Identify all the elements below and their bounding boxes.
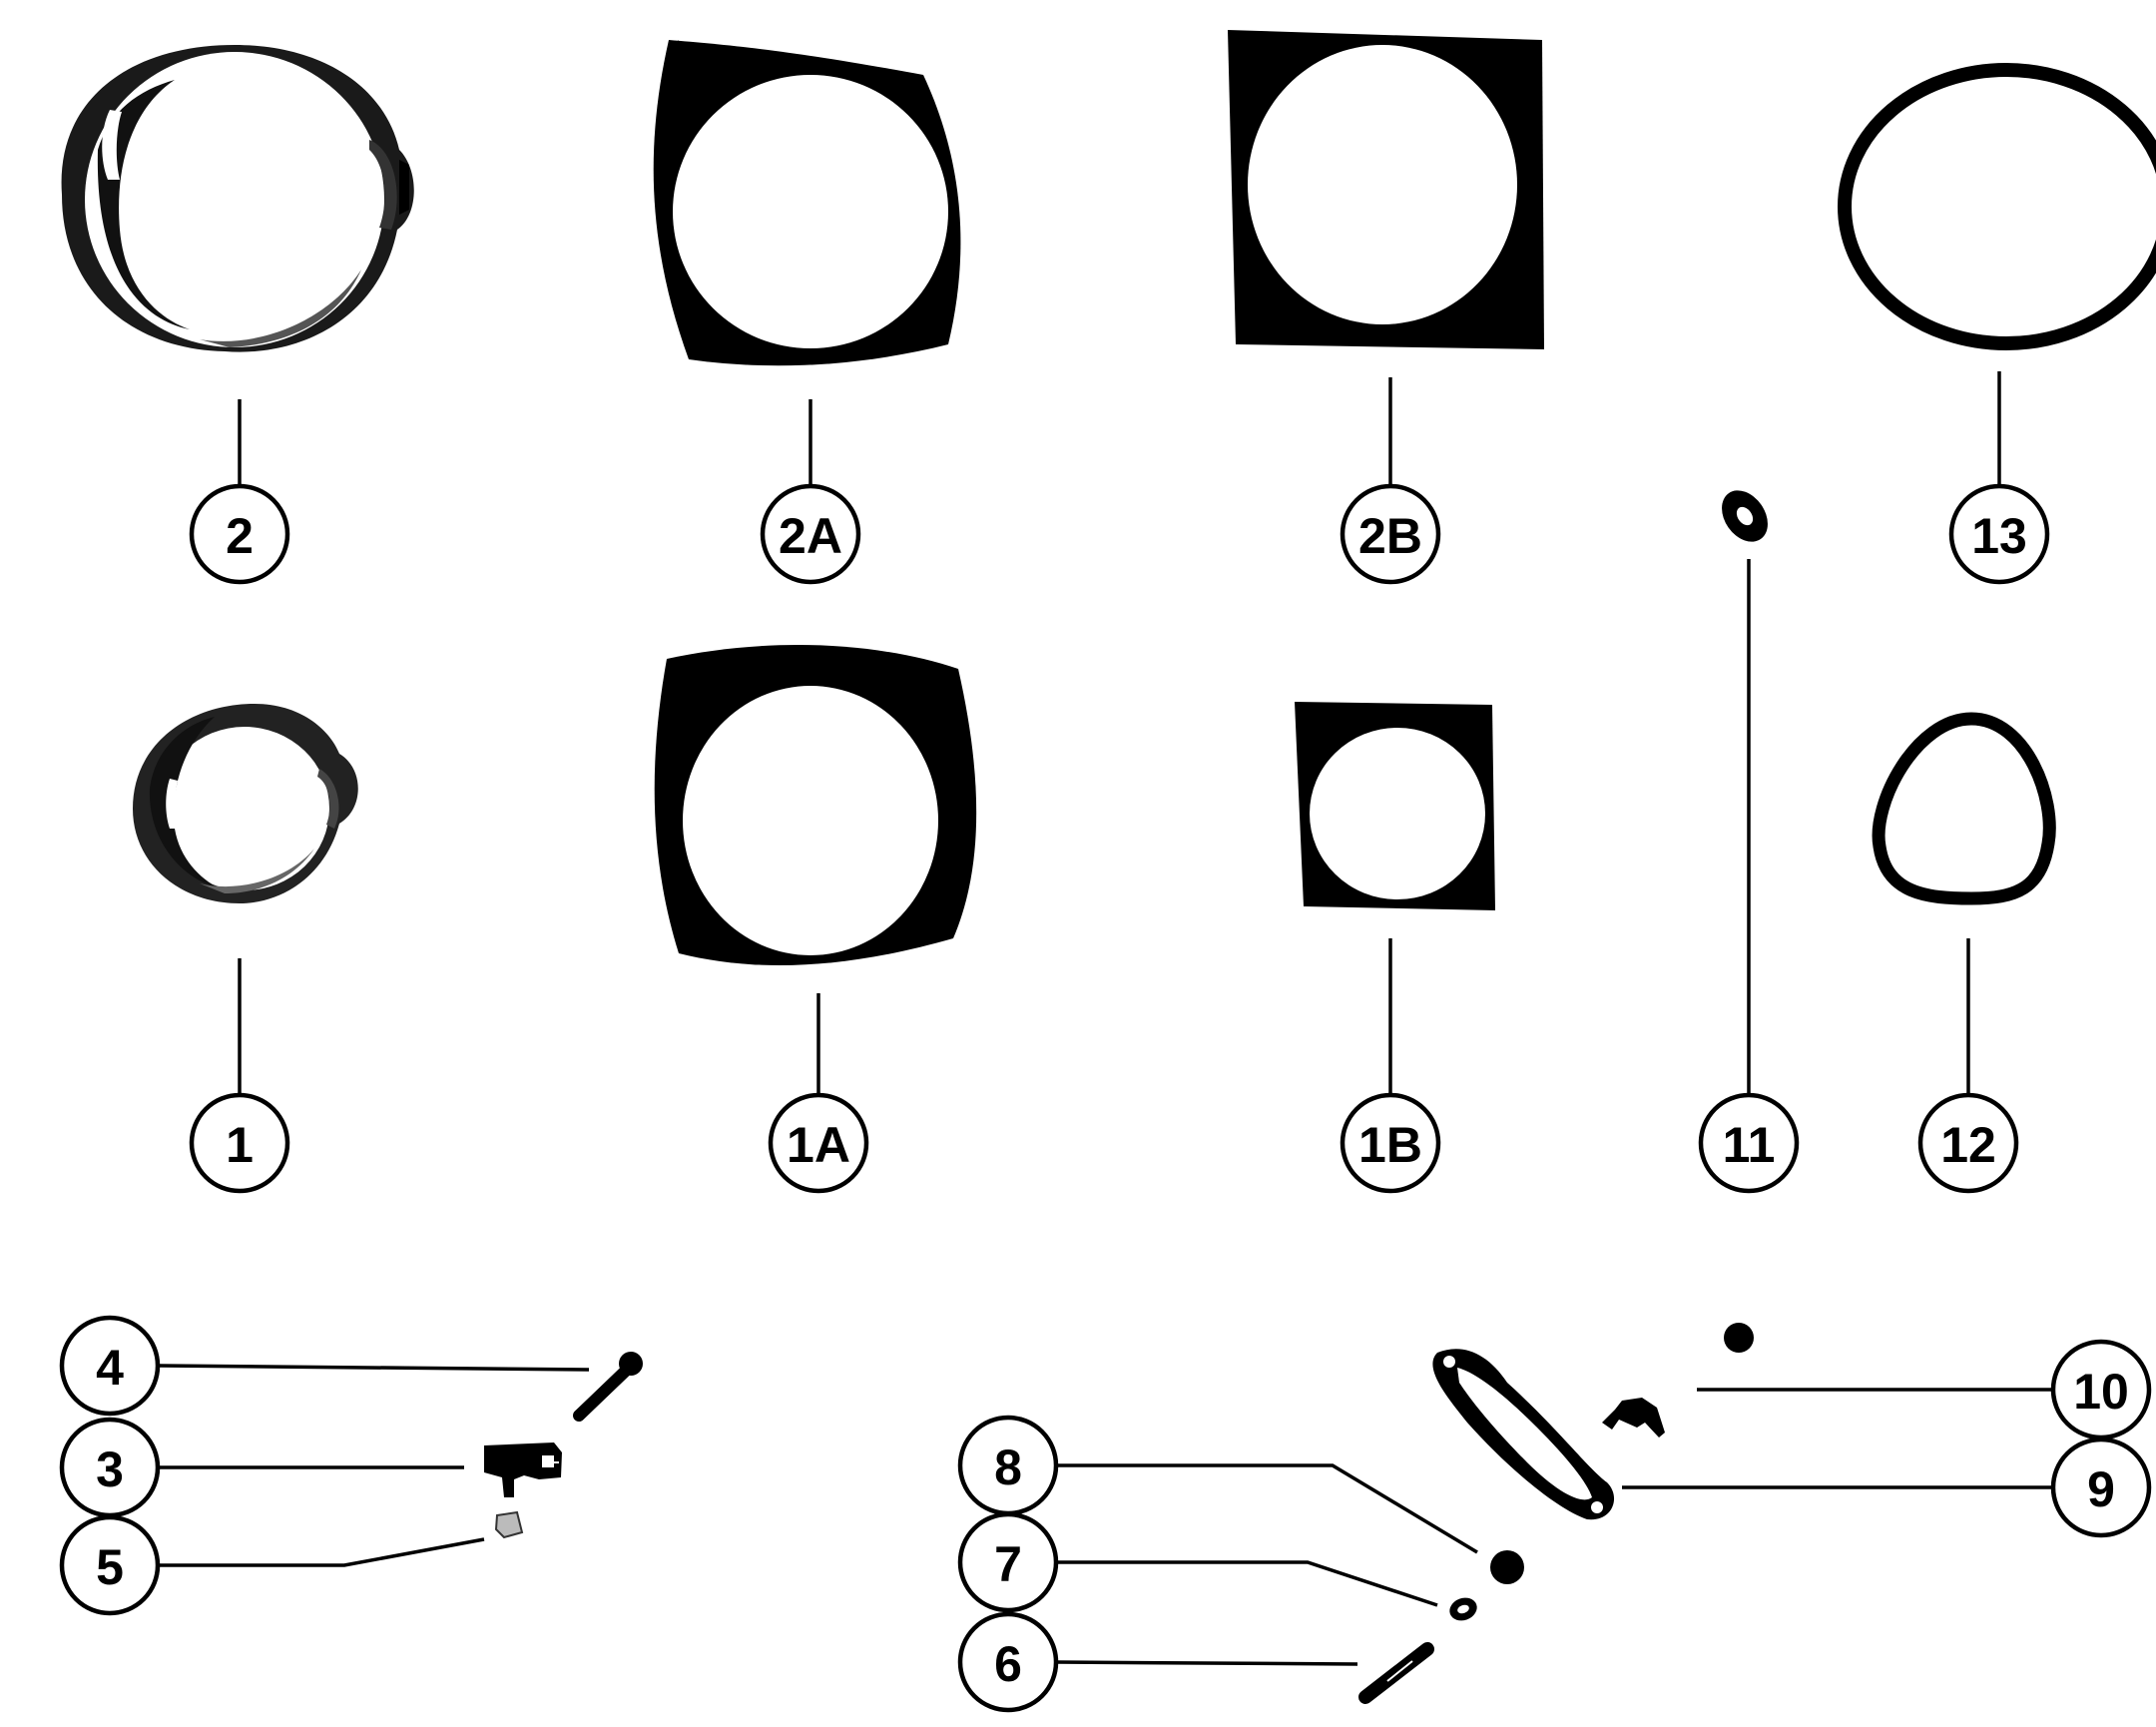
small-square-gasket-icon [1295,702,1495,910]
bracket-clip-icon [1602,1323,1754,1438]
svg-text:9: 9 [2087,1461,2115,1517]
svg-text:11: 11 [1723,1117,1776,1173]
callout-2A: 2A [760,483,861,585]
leader-line-7 [1056,1560,1438,1607]
large-square-gasket-icon [1228,30,1544,349]
washer-icon [1449,1597,1477,1621]
small-nut-icon [494,1510,524,1539]
svg-text:7: 7 [994,1536,1022,1592]
leader-line-6 [1055,1660,1358,1666]
svg-text:1: 1 [226,1117,254,1173]
leader-line-5 [160,1537,485,1567]
callout-9: 9 [2050,1437,2152,1538]
callout-12: 12 [1917,1092,2019,1194]
small-bearing-ring-icon [133,704,358,903]
callout-2: 2 [189,483,290,585]
svg-text:2A: 2A [779,508,842,564]
stud-icon [1358,1642,1434,1704]
clamp-block-icon [484,1442,562,1497]
callout-1B: 1B [1340,1092,1441,1194]
svg-text:2B: 2B [1358,508,1422,564]
large-bearing-ring-icon [61,45,414,352]
nut-icon [1490,1550,1524,1584]
svg-text:1B: 1B [1358,1117,1422,1173]
callout-5: 5 [59,1514,161,1616]
svg-text:3: 3 [96,1441,124,1497]
svg-text:8: 8 [994,1439,1022,1495]
callout-7: 7 [957,1511,1059,1613]
callout-1: 1 [189,1092,290,1194]
callout-6: 6 [957,1611,1059,1713]
svg-text:5: 5 [96,1539,124,1595]
screw-icon [573,1352,643,1422]
triangular-seal-ring-icon [1872,712,2056,905]
small-rounded-square-gasket-icon [654,645,977,965]
callout-3: 3 [59,1417,161,1518]
callout-2B: 2B [1340,483,1441,585]
svg-text:12: 12 [1940,1117,1996,1173]
svg-text:13: 13 [1971,508,2027,564]
svg-text:1A: 1A [787,1117,850,1173]
callout-11: 11 [1698,1092,1800,1194]
callout-1A: 1A [768,1092,869,1194]
svg-text:4: 4 [96,1340,124,1396]
small-o-ring-icon [1722,490,1768,542]
flange-gasket-icon [1432,1349,1615,1520]
leader-line-4 [159,1364,590,1372]
callout-8: 8 [957,1415,1059,1516]
large-rounded-square-gasket-icon [653,40,961,366]
callout-4: 4 [59,1315,161,1417]
svg-text:10: 10 [2073,1364,2129,1420]
svg-text:6: 6 [994,1636,1022,1692]
callout-13: 13 [1948,483,2050,585]
large-o-ring-icon [1838,63,2156,350]
leader-line-8 [1056,1463,1478,1554]
svg-text:2: 2 [226,508,254,564]
callout-10: 10 [2050,1339,2152,1440]
